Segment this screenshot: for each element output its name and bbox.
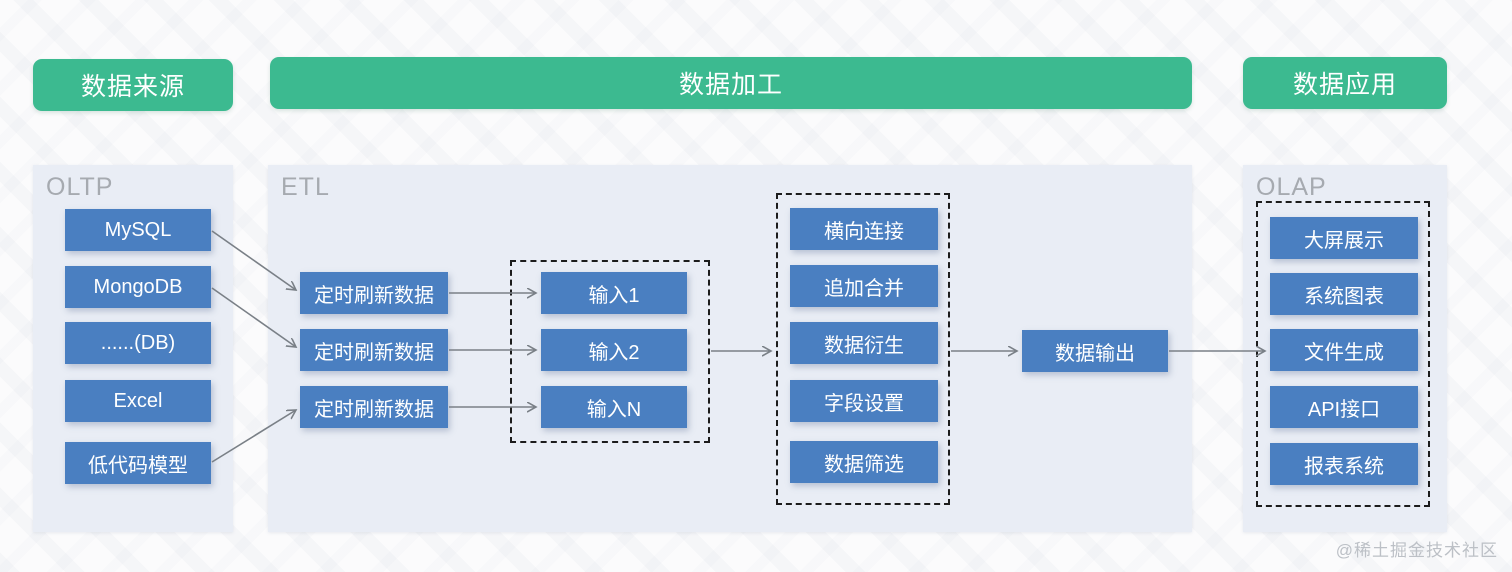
node-data-output: 数据输出: [1022, 330, 1168, 372]
node-scheduled-refresh-1: 定时刷新数据: [300, 272, 448, 314]
node-mongodb: MongoDB: [65, 266, 211, 308]
node-big-screen: 大屏展示: [1270, 217, 1418, 259]
banner-data-application: 数据应用: [1243, 57, 1447, 109]
node-scheduled-refresh-2: 定时刷新数据: [300, 329, 448, 371]
node-data-derive: 数据衍生: [790, 322, 938, 364]
node-input-2: 输入2: [541, 329, 687, 371]
banner-data-source: 数据来源: [33, 59, 233, 111]
group-inputs: [510, 260, 710, 443]
node-other-db: ......(DB): [65, 322, 211, 364]
panel-oltp-label: OLTP: [46, 173, 114, 201]
node-excel: Excel: [65, 380, 211, 422]
node-input-n: 输入N: [541, 386, 687, 428]
node-input-1: 输入1: [541, 272, 687, 314]
panel-etl-label: ETL: [281, 173, 330, 201]
watermark: @稀土掘金技术社区: [1335, 541, 1498, 560]
node-report-system: 报表系统: [1270, 443, 1418, 485]
node-mysql: MySQL: [65, 209, 211, 251]
node-data-filter: 数据筛选: [790, 441, 938, 483]
node-horizontal-join: 横向连接: [790, 208, 938, 250]
banner-data-processing: 数据加工: [270, 57, 1192, 109]
node-append-merge: 追加合并: [790, 265, 938, 307]
node-lowcode-model: 低代码模型: [65, 442, 211, 484]
node-api-interface: API接口: [1270, 386, 1418, 428]
node-scheduled-refresh-3: 定时刷新数据: [300, 386, 448, 428]
group-transforms: [776, 193, 950, 505]
node-system-charts: 系统图表: [1270, 273, 1418, 315]
node-field-settings: 字段设置: [790, 380, 938, 422]
panel-olap-label: OLAP: [1256, 173, 1327, 201]
node-file-generate: 文件生成: [1270, 329, 1418, 371]
